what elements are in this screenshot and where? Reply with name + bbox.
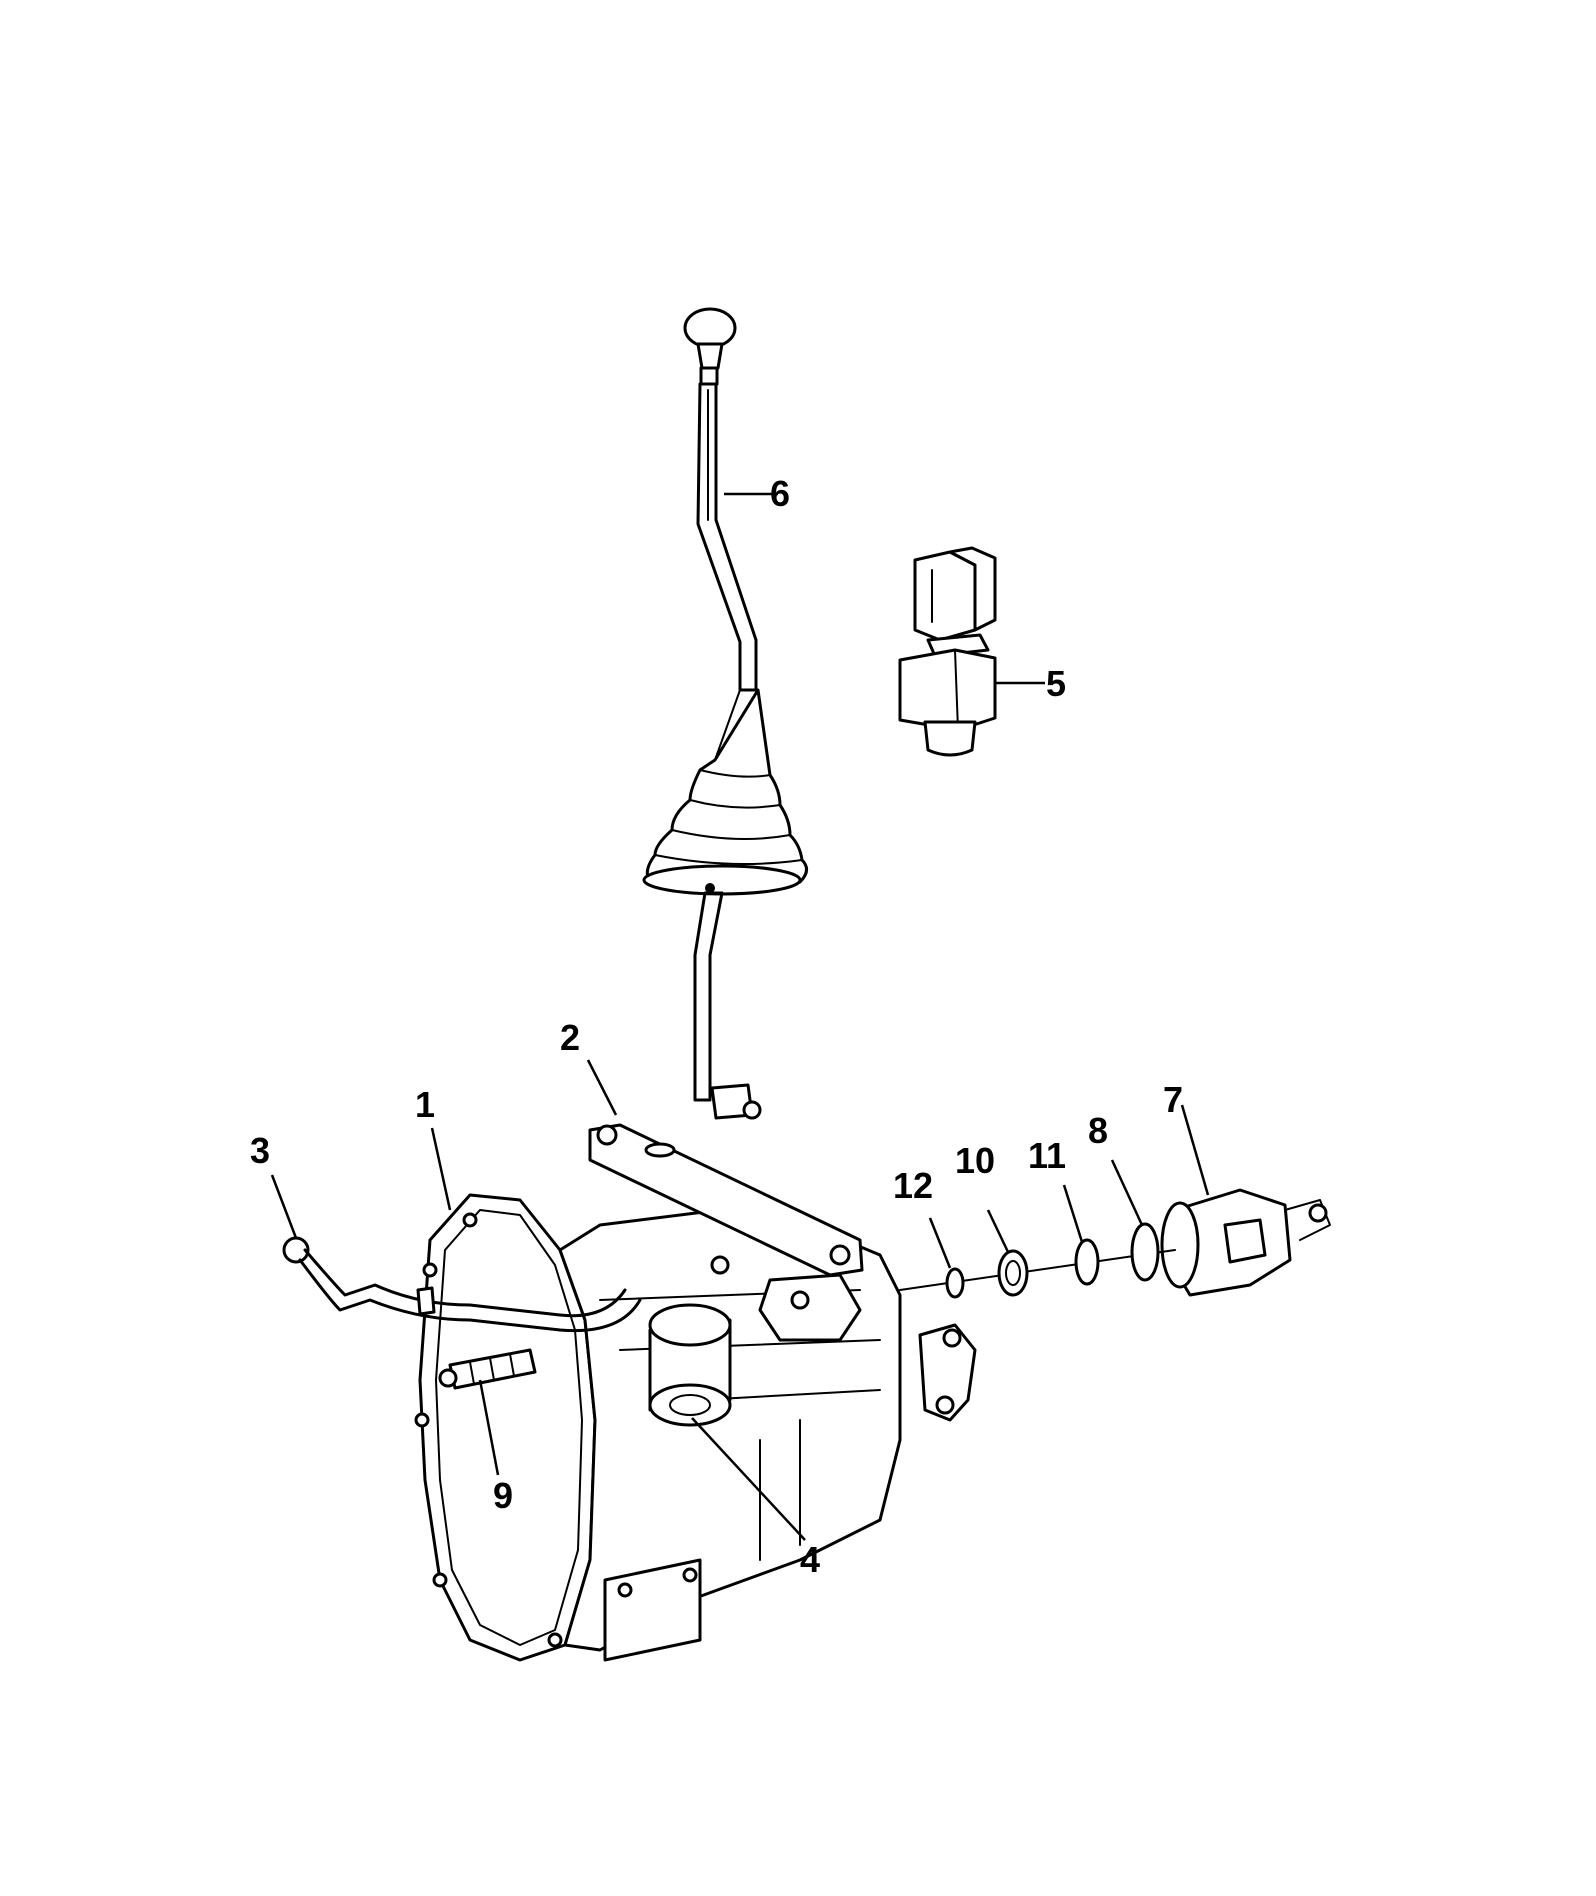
snap-ring-11 xyxy=(1074,1238,1100,1286)
lever-stem xyxy=(693,891,762,1120)
callout-2: 2 xyxy=(560,1017,581,1058)
output-yoke xyxy=(918,1323,977,1422)
callout-11: 11 xyxy=(1028,1135,1067,1176)
oil-filter-part xyxy=(648,1303,732,1427)
seal-10 xyxy=(997,1249,1029,1297)
seal-ring-row xyxy=(899,1222,1176,1299)
shift-boot-part xyxy=(642,688,808,896)
callout-3: 3 xyxy=(250,1130,271,1171)
input-shaft-part xyxy=(438,1348,537,1390)
callout-7: 7 xyxy=(1163,1079,1184,1120)
leader-lines xyxy=(270,492,1210,1541)
callout-9: 9 xyxy=(493,1475,514,1516)
ring-12 xyxy=(945,1267,965,1299)
shift-lever-part xyxy=(683,307,758,692)
callout-8: 8 xyxy=(1088,1110,1109,1151)
extension-housing-part xyxy=(1160,1188,1331,1297)
callout-10: 10 xyxy=(955,1140,996,1181)
snap-ring-8 xyxy=(1130,1222,1160,1282)
pressure-switch-part xyxy=(898,546,997,757)
callout-1: 1 xyxy=(415,1084,436,1125)
callout-6: 6 xyxy=(770,473,791,514)
callout-5: 5 xyxy=(1046,663,1067,704)
callout-4: 4 xyxy=(800,1539,821,1580)
callout-12: 12 xyxy=(893,1165,934,1206)
transmission-body-part xyxy=(414,1123,902,1662)
